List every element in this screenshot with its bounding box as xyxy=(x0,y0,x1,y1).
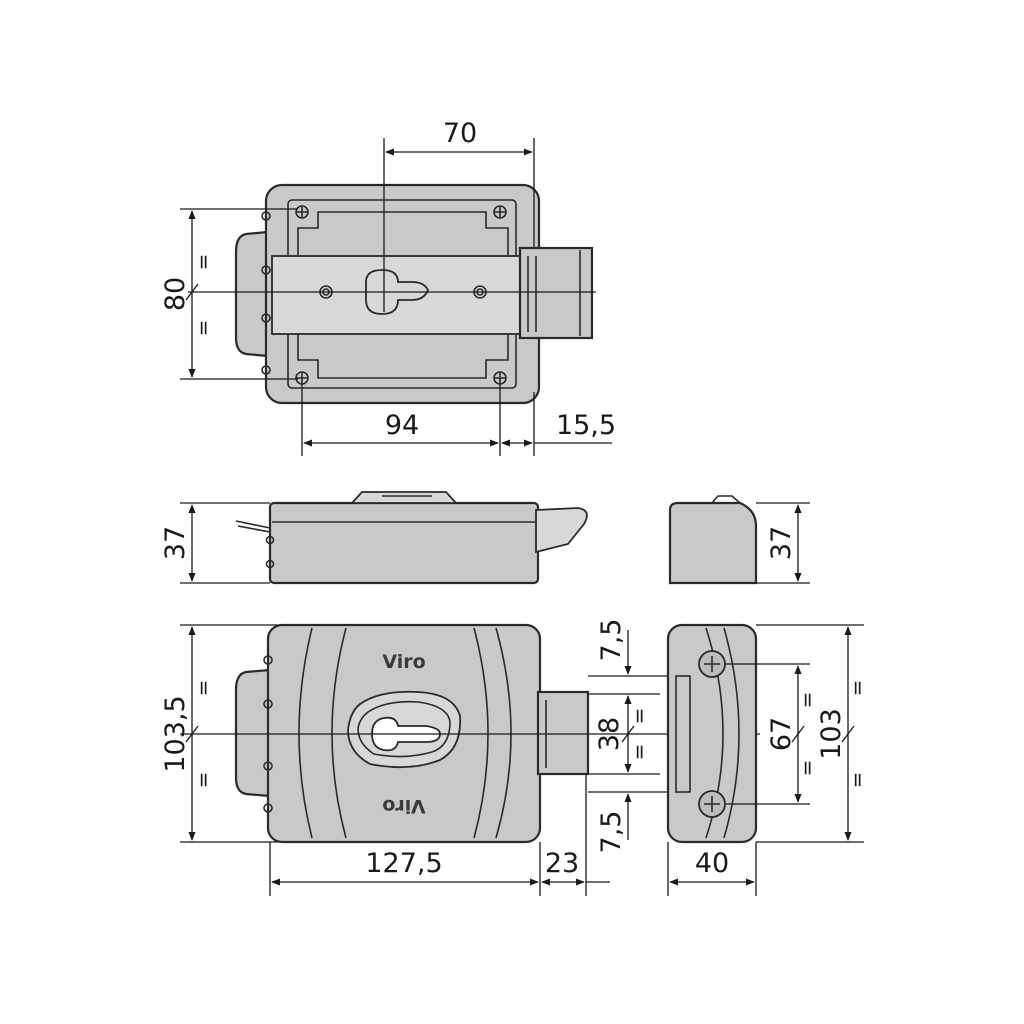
side-bolt xyxy=(535,507,588,554)
bolt-top xyxy=(518,246,594,340)
side-lock-body xyxy=(268,501,540,585)
dim-37-left-label: 37 xyxy=(160,526,191,560)
equal-mark: = xyxy=(191,320,215,337)
equal-mark: = xyxy=(845,772,869,789)
equal-mark: = xyxy=(795,692,819,709)
end-view: 67 = = 103 = = 40 xyxy=(666,623,869,896)
dim-7-5-bottom-label: 7,5 xyxy=(596,811,627,854)
end-side-body xyxy=(668,501,758,585)
dim-40-label: 40 xyxy=(695,848,729,879)
brand-logo-mirrored: Viro xyxy=(382,795,425,817)
front-left-knob xyxy=(234,668,272,798)
left-knob xyxy=(234,230,270,358)
equal-mark: = xyxy=(191,680,215,697)
brand-logo: Viro xyxy=(382,651,425,673)
equal-mark: = xyxy=(845,680,869,697)
dim-7-5-top-label: 7,5 xyxy=(596,619,627,662)
dim-15-5-label: 15,5 xyxy=(556,410,616,441)
top-view: 70 80 = = 94 15,5 xyxy=(160,118,616,456)
equal-mark: = xyxy=(795,760,819,777)
dim-70-label: 70 xyxy=(443,118,477,149)
screw-icon xyxy=(295,205,507,385)
dim-23-label: 23 xyxy=(545,848,579,879)
dim-103-label: 103 xyxy=(816,708,847,760)
equal-mark: = xyxy=(191,254,215,271)
screw-icon xyxy=(698,650,726,818)
dim-80-label: 80 xyxy=(160,277,191,311)
dim-103-5-label: 103,5 xyxy=(160,695,191,772)
equal-mark: = xyxy=(191,772,215,789)
dim-37-right-label: 37 xyxy=(766,526,797,560)
dim-94-label: 94 xyxy=(385,410,419,441)
dim-38-label: 38 xyxy=(594,717,625,751)
dim-127-5-label: 127,5 xyxy=(365,848,442,879)
equal-mark: = xyxy=(627,708,651,725)
front-view: Viro Viro 103,5 = = 127,5 23 xyxy=(160,619,760,896)
side-top-boss xyxy=(349,491,459,504)
dim-67-label: 67 xyxy=(766,717,797,751)
inner-plate-recess xyxy=(297,211,509,379)
side-view: 37 37 xyxy=(160,491,810,585)
equal-mark: = xyxy=(627,744,651,761)
